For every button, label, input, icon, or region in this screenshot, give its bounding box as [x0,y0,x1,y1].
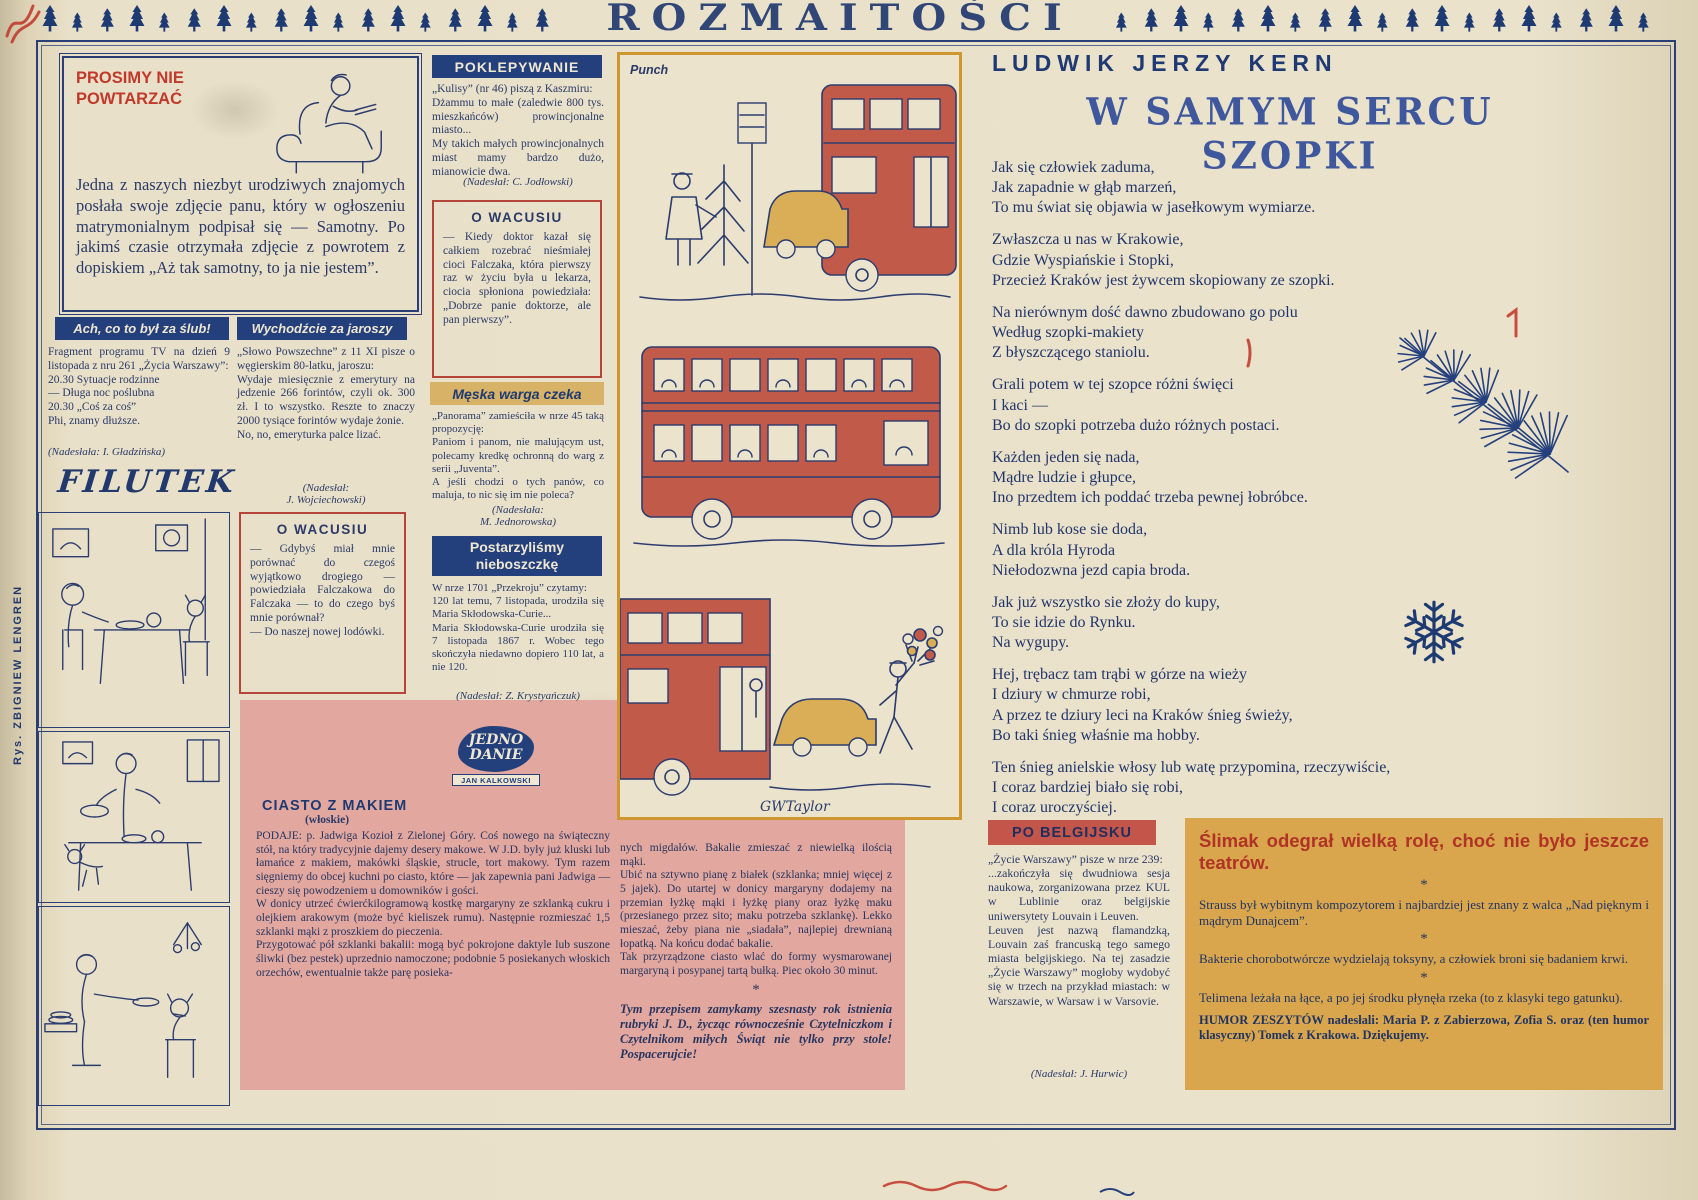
poem-author: LUDWIK JERZY KERN [992,50,1338,76]
article-wacus1-title: O WACUSIU [471,210,563,225]
section-star: * [1420,876,1428,893]
comic-panel-2 [38,731,230,903]
pine-sprig-icon [1397,329,1569,479]
article-slub-body: Fragment programu TV na dzień 9 listopad… [48,346,230,427]
red-ink-mark [1246,338,1252,368]
poem-stanza: Jak się człowiek zaduma, Jak zapadnie w … [992,159,1316,217]
article-wacus1-box: O WACUSIU — Kiedy doktor kazał się całki… [432,200,602,378]
cartoonist-signature: GWTaylor [760,799,831,815]
article-belgijsku-body: „Życie Warszawy” pisze w nrze 239: ...za… [988,852,1170,1008]
header-belgijsku: PO BELGIJSKU [988,820,1156,845]
blue-pen-mark [1099,1188,1135,1196]
header-jarosze: Wychodźcie za jaroszy [237,317,407,340]
article-wacus2-body: — Gdybyś miał mnie porównać do czegoś wy… [250,543,395,638]
header-poklepywanie: POKLEPYWANIE [432,55,602,78]
recipe-column-1: PODAJE: p. Jadwiga Kozioł z Zielonej Gór… [256,830,610,979]
section-star: * [1420,931,1428,948]
article-wacus2-box: O WACUSIU — Gdybyś miał mnie porównać do… [239,512,406,694]
poem-stanza: Nimb lub kose sie doda, A dla króla Hyro… [992,521,1191,579]
humor-item: Strauss był wybitnym kompozytorem i najb… [1199,896,1649,928]
header-slub: Ach, co to był za ślub! [55,317,229,340]
recipe-title: CIASTO Z MAKIEM [262,798,408,814]
comic-panel-1 [38,512,230,728]
poem-stanza: Hej, trębacz tam trąbi w górze na wieży … [992,666,1293,744]
article-warga-credit: (Nadesłała: M. Jednorowska) [480,504,556,528]
recipe-column-2: nych migdałów. Bakalie zmieszać z niewie… [620,842,892,1084]
article-belgijsku-credit: (Nadesłał: J. Hurwic) [1030,1068,1128,1080]
article-prosimy-box: PROSIMY NIE POWTARZAĆ Jedna z naszych ni… [59,53,422,315]
header-warga: Męska warga czeka [430,382,604,405]
article-prosimy-title: PROSIMY NIE POWTARZAĆ [76,69,184,108]
section-star: * [752,981,760,998]
article-slub-credit: (Nadesłała: I. Gładzińska) [48,446,166,458]
humor-title: Ślimak odegrał wielką rolę, choć nie był… [1199,830,1649,873]
section-star: * [1420,970,1428,987]
header-nieboszczka: Postarzyliśmy nieboszczkę [432,536,602,576]
jedno-danie-logo: JEDNO DANIE [458,726,534,772]
article-jarosze-body: „Słowo Powszechne” z 11 XI pisze o węgie… [237,346,415,441]
article-jarosze-credit: (Nadesłał: J. Wojciechowski) [286,482,366,506]
article-nieboszczka-credit: (Nadesłał: Z. Krystyańczuk) [456,690,580,702]
recipe-subtitle: (włoskie) [304,814,350,826]
humor-zeszytow-box: Ślimak odegrał wielką rolę, choć nie był… [1185,818,1663,1090]
article-poklepywanie-credit: (Nadesłał: C. Jodłowski) [463,176,573,188]
humor-item: Bakterie chorobotwórcze wydzielają toksy… [1199,951,1629,967]
recipe-footer: Tym przepisem zamykamy szesnasty rok ist… [620,1001,892,1061]
poem-title: W SAMYM SERCU SZOPKI [1086,90,1494,178]
humor-item: Telimena leżała na łące, a po jej środku… [1199,990,1623,1006]
masthead-title: ROZMAITOŚCI [606,0,1074,40]
recipe-column-2-body: nych migdałów. Bakalie zmieszać z niewie… [620,842,892,978]
double-decker-bus-cartoon: GWTaylor [620,84,957,815]
red-margin-mark [1506,307,1518,338]
armchair-reader-illustration [276,73,382,174]
margin-artist-credit: Rys. ZBIGNIEW LENGREN [12,584,24,765]
poem-stanza: Zwłaszcza u nas w Krakowie, Gdzie Wyspia… [992,231,1335,289]
poem-stanza: Na nierównym dość dawno zbudowano go pol… [992,303,1298,362]
poem-stanza: Ten śnieg anielskie włosy lub watę przyp… [992,758,1391,817]
humor-footer: HUMOR ZESZYTÓW nadesłali: Maria P. z Zab… [1199,1013,1649,1043]
poem-stanza: Każden jeden się nada, Mądre ludzie i gł… [992,448,1308,507]
comic-panel-3 [38,906,230,1106]
poem-stanza: Jak już wszystko sie złoży do kupy, To s… [992,593,1220,652]
punch-cartoon-frame: Punch [617,52,962,820]
poem-stanza: Grali potem w tej szopce różni święci I … [992,376,1280,434]
article-nieboszczka-body: W nrze 1701 „Przekroju” czytamy: 120 lat… [432,582,604,674]
jedno-danie-author: JAN KALKOWSKI [452,774,540,786]
page-border-frame [36,40,1676,1130]
punch-label: Punch [630,63,669,77]
snowflake-icon [1402,600,1466,664]
poem-body: Jak się człowiek zaduma, Jak zapadnie w … [992,158,1592,830]
red-stamp-icon [5,4,41,44]
filutek-logo: FILUTEK [56,464,239,500]
article-poklepywanie-body: „Kulisy” (nr 46) piszą z Kaszmiru: Dżamm… [432,83,604,178]
article-wacus1-body: — Kiedy doktor kazał się całkiem rozebra… [443,231,591,326]
article-prosimy-body: Jedna z naszych niezbyt urodziwych znajo… [76,175,405,277]
red-underline-squiggle [882,1180,1008,1192]
article-wacus2-title: O WACUSIU [276,522,369,537]
article-warga-body: „Panorama” zamieściła w nrze 45 taką pro… [432,410,604,502]
